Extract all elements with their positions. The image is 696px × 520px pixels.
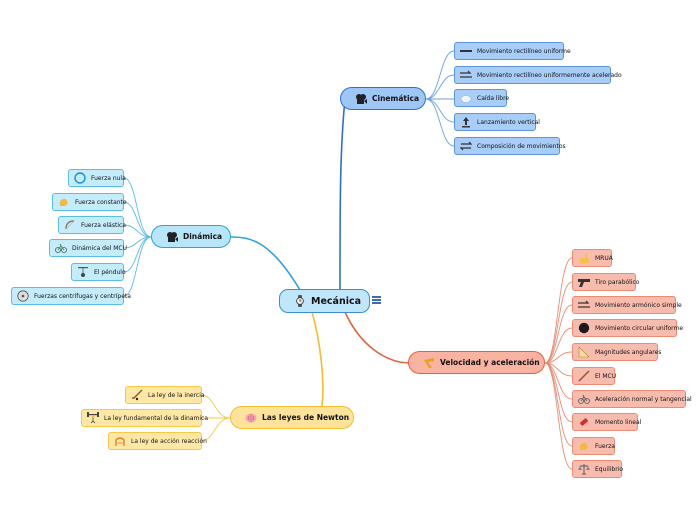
- flexed-arm-icon: [58, 196, 70, 208]
- straight-arrow-icon: [460, 45, 472, 57]
- subtopic-label: MRUA: [595, 254, 613, 262]
- subtopic-label: Fuerza nula: [91, 174, 126, 182]
- subtopic-label: El péndulo: [94, 268, 126, 276]
- triangle-ruler-icon: [578, 346, 590, 358]
- subtopic-mru[interactable]: Movimiento rectilíneo uniforme: [454, 42, 571, 60]
- pendulum-icon: [77, 266, 89, 278]
- subtopic-label: Movimiento circular uniforme: [595, 324, 684, 332]
- subtopic-label: Composición de movimientos: [477, 142, 566, 150]
- double-arrow-icon: [460, 69, 472, 81]
- subtopic-label: Caída libre: [477, 94, 510, 102]
- arrows-exchange-icon: [459, 140, 473, 152]
- subtopic-label: Lanzamiento vertical: [477, 118, 540, 126]
- subtopic-aceleracion-normal[interactable]: Aceleración normal y tangencial: [572, 390, 692, 408]
- central-topic-label: Mecánica: [311, 295, 362, 307]
- weightlifter-icon: [87, 412, 99, 424]
- empty-circle-icon: [74, 172, 86, 184]
- subtopic-dinamica-mcu[interactable]: Dinámica del MCU: [49, 239, 127, 257]
- link-central-cinematica: [339, 98, 346, 291]
- subtopic-label: Movimiento rectilíneo uniforme: [477, 47, 571, 55]
- bow-icon: [64, 219, 76, 231]
- link-central-newton: [311, 311, 324, 407]
- subtopic-tiro-parabolico[interactable]: Tiro parabólico: [572, 273, 640, 291]
- subtopic-label: Dinámica del MCU: [72, 244, 127, 252]
- subtopic-ley-inercia[interactable]: La ley de la inercia: [125, 386, 205, 404]
- subtopic-label: Equilibrio: [595, 465, 624, 473]
- subtopic-ley-fundamental[interactable]: La ley fundamental de la dinamica: [81, 409, 208, 427]
- subtopic-label: Aceleración normal y tangencial: [595, 395, 692, 403]
- subtopic-label: Fuerza elástica: [81, 221, 126, 229]
- film-reel-icon: [166, 231, 178, 243]
- subtopic-lanzamiento-vertical[interactable]: Lanzamiento vertical: [454, 113, 540, 131]
- falling-cloud-icon: [460, 92, 472, 104]
- black-ball-icon: [578, 322, 590, 334]
- subtopic-fuerza[interactable]: Fuerza: [572, 437, 615, 455]
- bicycle-icon: [55, 242, 67, 254]
- dynamite-icon: [578, 416, 590, 428]
- watch-icon: [294, 295, 306, 307]
- hand-point-icon: [578, 252, 590, 264]
- subtopic-label: Fuerza: [595, 442, 615, 450]
- subtopic-momento-lineal[interactable]: Momento lineal: [572, 413, 642, 431]
- disc-icon: [17, 290, 29, 302]
- subtopic-ley-accion-reaccion[interactable]: La ley de acción reacción: [108, 432, 207, 450]
- notes-icon[interactable]: [372, 296, 381, 305]
- brain-icon: [245, 412, 257, 424]
- subtopic-movimiento-armonico[interactable]: Movimiento armónico simple: [572, 296, 682, 314]
- hockey-stick-icon: [131, 389, 143, 401]
- branch-label: Cinemática: [372, 94, 420, 103]
- paintbrush-icon: [578, 370, 590, 382]
- link-central-dinamica: [230, 236, 301, 291]
- subtopic-label: Tiro parabólico: [595, 278, 640, 286]
- branch-label: Velocidad y aceleración: [440, 358, 540, 367]
- trampoline-icon: [114, 435, 126, 447]
- link-central-velocidad: [344, 311, 409, 364]
- pistol-icon: [578, 276, 590, 288]
- branch-dinamica[interactable]: Dinámica: [151, 225, 231, 248]
- subtopic-label: La ley fundamental de la dinamica: [104, 414, 208, 422]
- subtopic-label: Movimiento rectilíneo uniformemente acel…: [477, 71, 622, 79]
- central-topic-mecanica[interactable]: Mecánica: [279, 289, 370, 313]
- subtopic-mrua[interactable]: Movimiento rectilíneo uniformemente acel…: [454, 66, 622, 84]
- subtopic-composicion-movimientos[interactable]: Composición de movimientos: [454, 137, 566, 155]
- subtopic-mrua-velocidad[interactable]: MRUA: [572, 249, 613, 267]
- balance-scale-icon: [578, 463, 590, 475]
- subtopic-movimiento-circular[interactable]: Movimiento circular uniforme: [572, 319, 683, 337]
- subtopic-magnitudes-angulares[interactable]: Magnitudes angulares: [572, 343, 662, 361]
- subtopic-label: El MCU: [595, 372, 617, 380]
- up-arrow-icon: [460, 116, 472, 128]
- subtopic-fuerza-constante[interactable]: Fuerza constante: [52, 193, 127, 211]
- subtopic-label: Momento lineal: [595, 418, 642, 426]
- bicycle-icon: [578, 393, 590, 405]
- branch-velocidad-aceleracion[interactable]: Velocidad y aceleración: [408, 351, 545, 374]
- subtopic-el-pendulo[interactable]: El péndulo: [71, 263, 126, 281]
- subtopic-label: Fuerza constante: [75, 198, 127, 206]
- branch-leyes-newton[interactable]: Las leyes de Newton: [230, 406, 354, 429]
- subtopic-label: Movimiento armónico simple: [595, 301, 682, 309]
- branch-label: Las leyes de Newton: [262, 413, 350, 422]
- flexed-arm-icon: [578, 440, 590, 452]
- subtopic-equilibrio[interactable]: Equilibrio: [572, 460, 624, 478]
- double-arrow-icon: [578, 299, 590, 311]
- film-reel-icon: [355, 93, 367, 105]
- subtopic-label: Magnitudes angulares: [595, 348, 662, 356]
- subtopic-label: La ley de acción reacción: [131, 437, 207, 445]
- subtopic-caida-libre[interactable]: Caída libre: [454, 89, 510, 107]
- subtopic-fuerza-nula[interactable]: Fuerza nula: [68, 169, 126, 187]
- subtopic-fuerzas-centrifugas[interactable]: Fuerzas centrífugas y centrípeta: [11, 287, 131, 305]
- branch-cinematica[interactable]: Cinemática: [340, 87, 426, 110]
- boomerang-icon: [423, 357, 435, 369]
- subtopic-label: La ley de la inercia: [148, 391, 205, 399]
- subtopic-el-mcu[interactable]: El MCU: [572, 367, 617, 385]
- subtopic-fuerza-elastica[interactable]: Fuerza elástica: [58, 216, 126, 234]
- branch-label: Dinámica: [183, 232, 223, 241]
- subtopic-label: Fuerzas centrífugas y centrípeta: [34, 292, 131, 300]
